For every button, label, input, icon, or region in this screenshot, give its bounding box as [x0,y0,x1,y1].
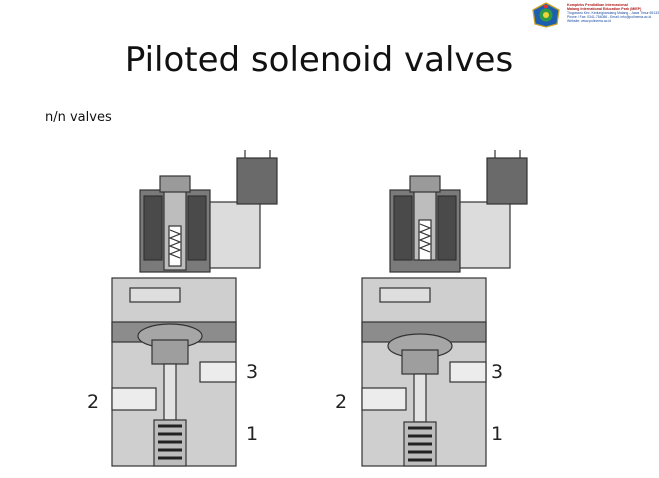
valve-body-left [111,277,237,467]
slide-title: Piloted solenoid valves [124,40,514,80]
institution-logo-icon [532,2,560,28]
header-line-1: Kompleks Pendidikan Internasional [567,3,628,7]
header-line-4: Phone / Fax: 0341-754086 - Email: info@p… [567,15,652,19]
valve-body-right [361,277,487,467]
valve-diagram-right [361,150,528,467]
solenoid-coil-left [139,150,278,273]
header-line-2: Malang International Education Park (MIE… [567,7,642,11]
slide: Kompleks Pendidikan Internasional Malang… [45,2,659,467]
header-line-5: Website: www.polinema.ac.id [567,19,612,23]
header-line-3: Tlogowaru Kec. Kedungkandang Malang - Ja… [567,11,659,15]
port-label-2-left: 2 [87,391,100,413]
port-label-3-right: 3 [491,361,504,383]
port-label-1-left: 1 [246,423,259,445]
port-label-1-right: 1 [491,423,504,445]
solenoid-coil-right [389,150,528,273]
port-label-3-left: 3 [246,361,259,383]
port-label-2-right: 2 [335,391,348,413]
institution-header: Kompleks Pendidikan Internasional Malang… [567,3,659,23]
slide-subtitle: n/n valves [45,110,112,125]
valve-diagram-left [111,150,278,467]
